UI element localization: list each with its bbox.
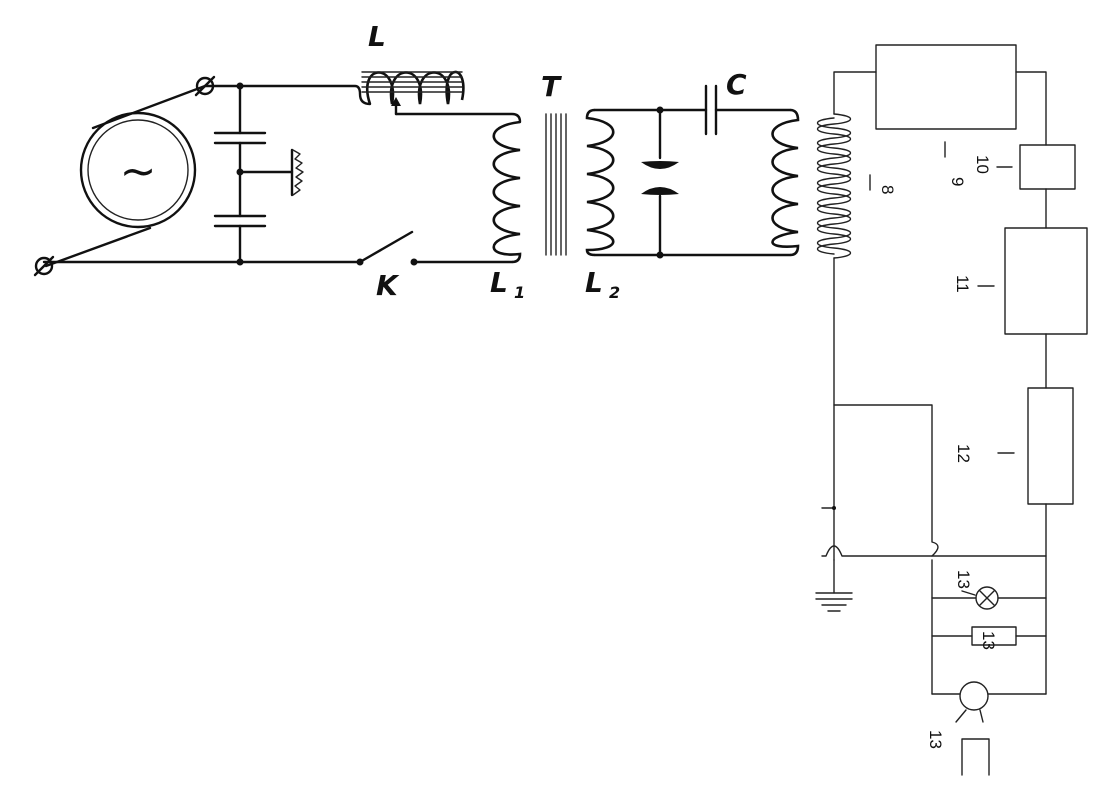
series-capacitor: C: [704, 68, 792, 136]
lower-brush: [44, 226, 152, 268]
block-11: 11: [953, 227, 1088, 335]
earth-ground-icon: [290, 148, 304, 197]
block-9-number: 9: [948, 177, 967, 186]
variable-inductor: L: [361, 20, 465, 116]
block-12-number: 12: [954, 444, 973, 463]
block-12: 12: [954, 387, 1074, 505]
secondary-coil: L 2: [585, 108, 620, 302]
ac-generator: ~: [79, 111, 197, 229]
primary-label: L: [490, 266, 508, 299]
inductor-label: L: [368, 20, 386, 53]
block-9: 9: [875, 44, 1017, 186]
oscillator-coil: [771, 108, 800, 257]
block-10: 10: [973, 144, 1076, 190]
capacitor-label: C: [726, 68, 747, 101]
top-wire: [203, 84, 372, 106]
upper-brush: [91, 84, 207, 130]
secondary-label: L: [585, 266, 603, 299]
alternator-circuit: ~: [33, 20, 800, 302]
resistor: 13: [931, 626, 1047, 650]
ac-source-symbol: ~: [120, 146, 157, 197]
resistor-number: 13: [979, 631, 998, 650]
lamp-number: 13: [954, 570, 973, 589]
meter: 13: [926, 681, 1047, 749]
receiver-circuit: 8 9 10 11 12: [815, 44, 1088, 776]
feed-line: [833, 404, 939, 557]
antenna-lead: [833, 71, 877, 115]
lamp: 13: [931, 570, 1047, 610]
secondary-subscript: 2: [609, 283, 620, 302]
ground-icon: [815, 592, 853, 612]
meter-number: 13: [926, 730, 945, 749]
key-label: K: [376, 269, 400, 302]
block-10-number: 10: [973, 155, 992, 174]
transformer-label: T: [541, 70, 562, 103]
transformer-core: T: [541, 70, 567, 256]
spark-gap: [641, 106, 679, 259]
lower-terminal: [33, 255, 55, 277]
primary-subscript: 1: [514, 283, 525, 302]
coil-number: 8: [878, 185, 897, 194]
primary-top-wire: [394, 112, 522, 124]
right-main-wire: [1015, 71, 1047, 146]
ground-lead: [821, 506, 1047, 594]
key-switch: K: [356, 230, 514, 302]
block-11-number: 11: [953, 275, 972, 293]
aerial-coil: 8: [816, 113, 897, 259]
output-device: [961, 738, 990, 776]
primary-coil: L 1: [490, 120, 525, 302]
capacitor-divider: [213, 82, 294, 266]
